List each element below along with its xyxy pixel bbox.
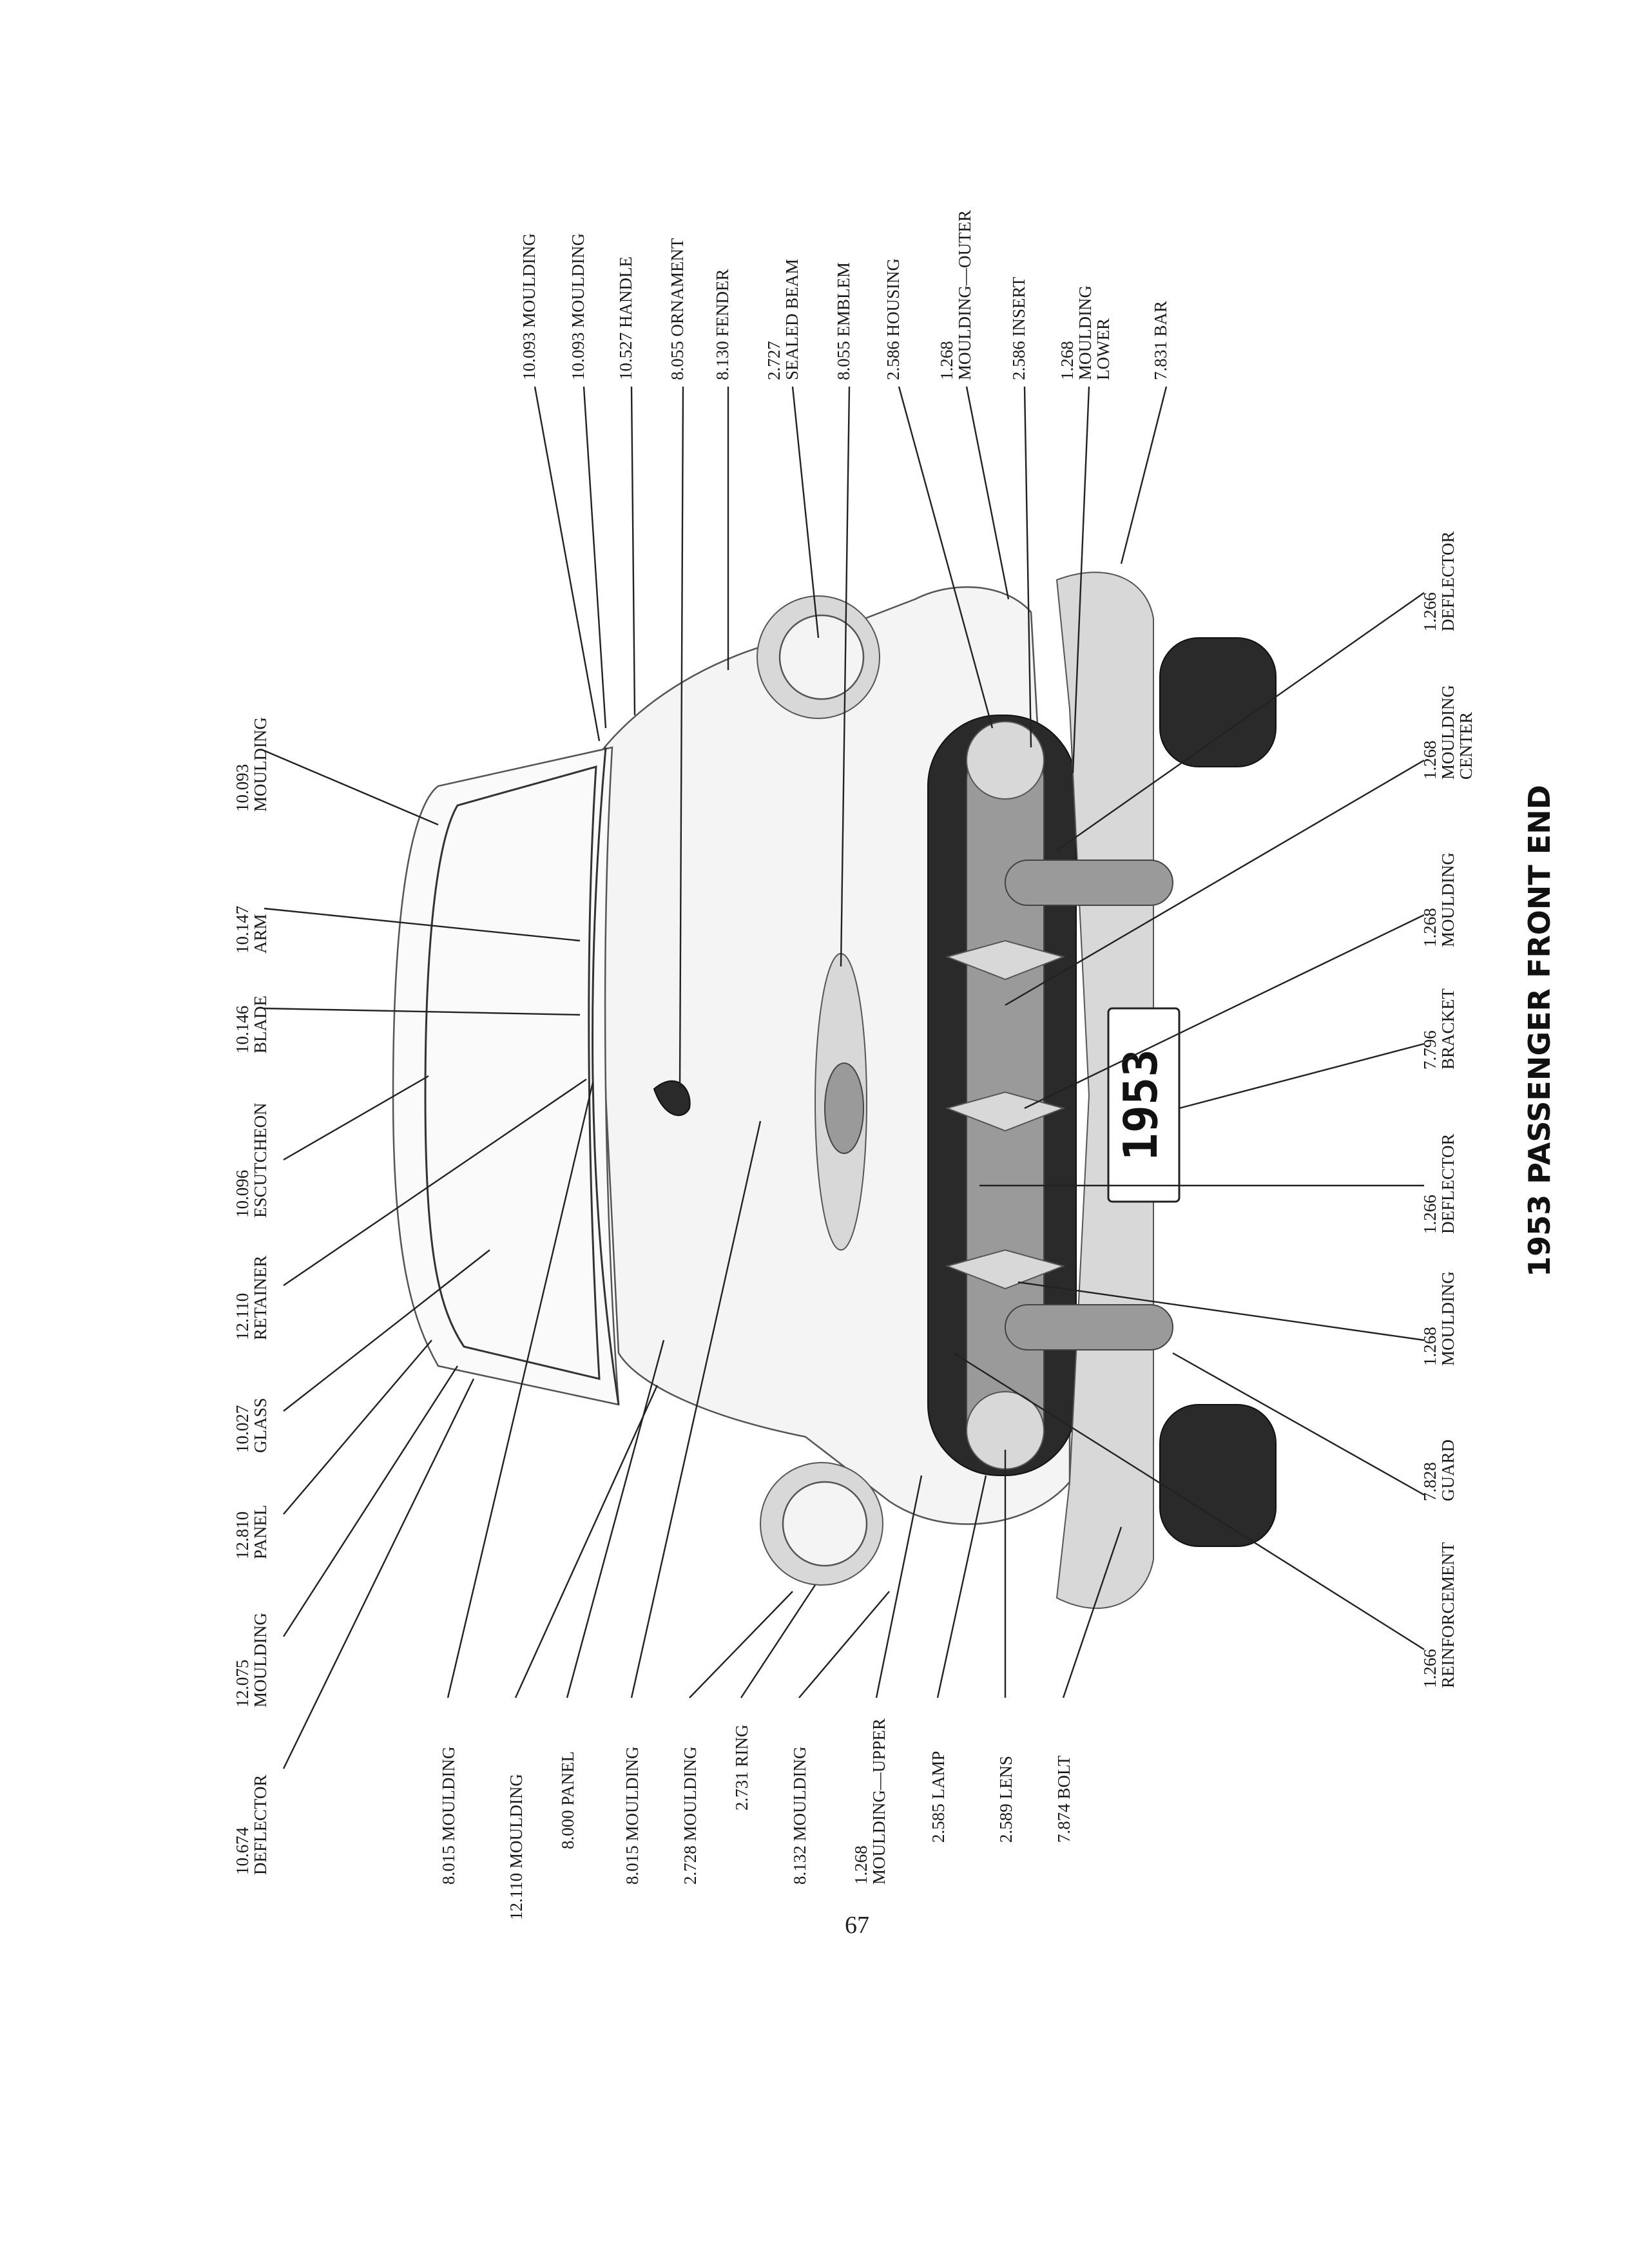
callout-label: 1.268 MOULDING <box>1420 852 1458 947</box>
leader-c21 <box>282 1378 475 1769</box>
license-plate <box>1107 1007 1181 1203</box>
leader-c36 <box>1179 1043 1425 1110</box>
cowl <box>592 747 620 1405</box>
callout-label: 1.268 MOULDING—UPPER <box>851 1718 889 1885</box>
leader-c38 <box>1017 1281 1425 1341</box>
leader-c32 <box>1062 1526 1123 1698</box>
callout-label: 10.147 ARM <box>233 901 270 954</box>
callout-label: 10.527 HANDLE <box>616 256 635 380</box>
leader-c19 <box>283 1340 432 1515</box>
callout-label: 10.674 DEFLECTOR <box>233 1774 270 1875</box>
leader-c11 <box>1072 386 1090 774</box>
leader-c1 <box>534 386 601 742</box>
callout-label: 7.831 BAR <box>1151 301 1170 380</box>
callout-label: 12.075 MOULDING <box>233 1613 270 1707</box>
grille-tooth-3 <box>945 1249 1066 1290</box>
leader-c10 <box>1023 386 1032 748</box>
leader-c39 <box>1172 1352 1425 1496</box>
page-number: 67 <box>845 1912 869 1939</box>
leader-c25 <box>630 1120 762 1698</box>
callout-label: 1.268 MOULDING—OUTER <box>937 210 974 380</box>
callout-label: 8.130 FENDER <box>713 269 732 380</box>
callout-label: 10.027 GLASS <box>233 1398 270 1453</box>
leader-c26 <box>689 1591 793 1698</box>
leader-c18 <box>283 1249 490 1412</box>
leader-lines <box>264 386 1425 1769</box>
callout-label: 10.146 BLADE <box>233 995 270 1053</box>
callout-label: 8.015 MOULDING <box>622 1747 642 1885</box>
leader-c9 <box>965 386 1010 600</box>
callout-label: 2.731 RING <box>732 1725 751 1811</box>
callout-label: 10.096 ESCUTCHEON <box>233 1102 270 1218</box>
grille-tooth-2 <box>945 1091 1066 1132</box>
leader-c22 <box>447 1082 594 1698</box>
leader-c14 <box>264 907 581 942</box>
car-illustration: 1953 <box>392 572 1277 1610</box>
leader-c7 <box>840 386 851 967</box>
callout-label: 7.874 BOLT <box>1054 1755 1074 1843</box>
callout-label: 1.266 REINFORCEMENT <box>1420 1542 1458 1688</box>
leader-c33 <box>1056 592 1425 851</box>
license-plate-text: 1953 <box>1113 1049 1168 1160</box>
callout-label: 12.110 RETAINER <box>233 1256 270 1340</box>
grille-tooth-1 <box>945 939 1066 981</box>
callout-label: 2.728 MOULDING <box>680 1747 700 1885</box>
leader-c23 <box>514 1385 659 1698</box>
callout-label: 12.110 MOULDING <box>506 1774 526 1920</box>
parking-lamp-right <box>966 721 1045 800</box>
leader-c40 <box>953 1352 1425 1651</box>
tyre-left <box>1159 1404 1277 1547</box>
hood-ornament <box>653 1080 691 1117</box>
callout-label: 1.268 MOULDING LOWER <box>1057 281 1113 380</box>
leader-c16 <box>283 1075 429 1161</box>
leader-c6 <box>791 386 820 639</box>
leader-c30 <box>936 1475 987 1698</box>
callout-label: 8.000 PANEL <box>558 1751 577 1849</box>
leader-c15 <box>264 1007 581 1016</box>
callout-label: 2.586 INSERT <box>1009 276 1028 380</box>
leader-c17 <box>283 1079 587 1286</box>
callout-label: 2.585 LAMP <box>929 1751 948 1843</box>
leader-c24 <box>566 1340 665 1698</box>
callout-label: 8.055 ORNAMENT <box>668 238 687 380</box>
callout-label: 7.828 GUARD <box>1420 1439 1458 1501</box>
callout-label: 2.589 LENS <box>996 1756 1016 1843</box>
callout-label: 8.055 EMBLEM <box>834 262 853 380</box>
leader-c20 <box>282 1365 459 1637</box>
callout-label: 1.268 MOULDING CENTER <box>1420 680 1476 780</box>
leader-c34 <box>1005 759 1425 1006</box>
leader-c29 <box>875 1475 923 1698</box>
callout-label: 10.093 MOULDING <box>568 233 588 380</box>
callout-label: 8.015 MOULDING <box>439 1747 458 1885</box>
tyre-right <box>1159 637 1277 767</box>
callout-label: 1.266 DEFLECTOR <box>1420 531 1458 631</box>
leader-c4 <box>679 386 684 1090</box>
leader-c13 <box>264 749 439 826</box>
callout-label: 1.268 MOULDING <box>1420 1271 1458 1366</box>
leader-c3 <box>630 386 636 716</box>
callout-label: 2.727 SEALED BEAM <box>764 259 802 380</box>
leader-c35 <box>1024 914 1425 1110</box>
leader-c27 <box>740 1584 816 1698</box>
callout-label: 8.132 MOULDING <box>790 1747 809 1885</box>
bumper-guard-right <box>1005 860 1173 906</box>
callout-label: 2.586 HOUSING <box>883 258 903 380</box>
callout-labels: 10.093 MOULDING 10.093 MOULDING 10.527 H… <box>233 210 1476 1920</box>
leader-c28 <box>798 1591 890 1698</box>
callout-label: 12.810 PANEL <box>233 1504 270 1559</box>
leader-c12 <box>1120 386 1168 564</box>
leader-c2 <box>583 386 607 729</box>
bumper-guard-left <box>1005 1304 1173 1350</box>
sealed-beam-right <box>778 614 865 700</box>
windshield <box>392 746 620 1406</box>
sealed-beam-left <box>782 1481 868 1567</box>
callout-label: 1.266 DEFLECTOR <box>1420 1133 1458 1234</box>
callout-label: 10.093 MOULDING <box>519 233 539 380</box>
leader-c8 <box>898 386 994 729</box>
callout-label: 7.796 BRACKET <box>1420 988 1458 1070</box>
emblem-center <box>824 1062 864 1154</box>
page-title: 1953 PASSENGER FRONT END <box>1522 785 1557 1277</box>
callout-label: 10.093 MOULDING <box>233 717 270 812</box>
